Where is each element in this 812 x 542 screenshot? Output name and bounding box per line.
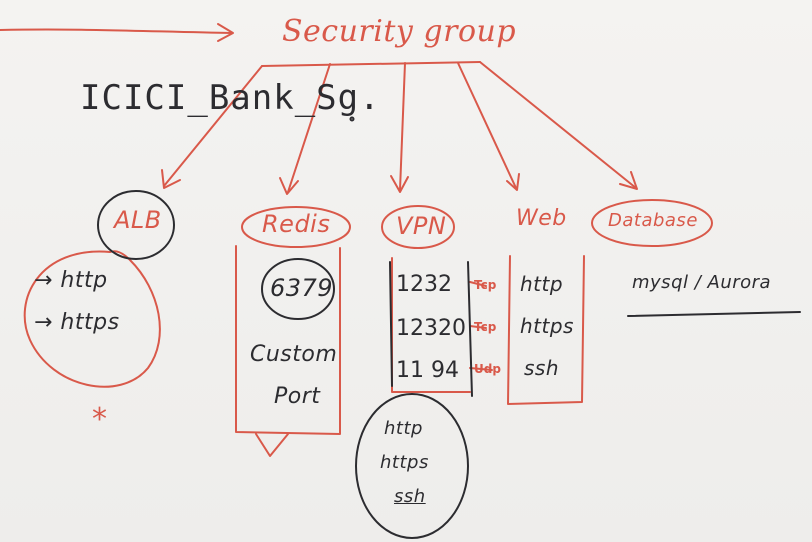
arrow-to-alb-head: [161, 169, 181, 189]
arrow-to-vpn: [399, 62, 406, 191]
vpn-extra-ssh: ssh: [394, 486, 426, 507]
redis-note-line1: Custom: [250, 342, 338, 367]
node-alb-label: ALB: [114, 206, 162, 234]
alb-circle: [97, 190, 175, 260]
web-rule-https: https: [520, 314, 574, 338]
node-database-label: Database: [608, 210, 698, 231]
redis-oval: [241, 206, 351, 248]
alb-marker-star: *: [92, 402, 107, 437]
redis-note-line2: Port: [274, 384, 321, 409]
database-underline: [627, 311, 801, 317]
arrow-to-alb: [163, 65, 263, 187]
web-rule-http: http: [520, 272, 564, 296]
incoming-arrowhead: [217, 23, 234, 42]
vpn-extra-http: http: [384, 418, 423, 439]
redis-box-tail: [255, 433, 289, 457]
arrow-to-web: [457, 62, 517, 189]
alb-rule-https: → https: [34, 310, 120, 335]
vpn-extra-circle: [355, 393, 469, 539]
arrow-to-vpn-head: [390, 175, 409, 193]
incoming-arrow: [0, 28, 233, 34]
redis-box: [235, 245, 341, 435]
vpn-box-red: [391, 257, 471, 393]
vpn-col-right: [467, 261, 473, 397]
vpn-port-3-proto: Udp: [474, 362, 501, 376]
node-web-label: Web: [516, 206, 567, 231]
vpn-oval: [381, 205, 455, 249]
web-box: [507, 255, 585, 405]
node-vpn-label: VPN: [396, 212, 447, 240]
arrow-to-database-head: [619, 171, 638, 190]
vpn-port-3: 11 94: [396, 358, 459, 383]
database-engines: mysql / Aurora: [632, 272, 772, 293]
vpn-port-1: 1232: [396, 272, 452, 297]
redis-port-circle: [261, 258, 335, 320]
arrow-to-redis-head: [279, 177, 299, 195]
vpn-port-2-proto: Tcp: [474, 320, 497, 334]
diagram-title: Security group: [282, 14, 517, 49]
security-group-name: ICICI_Bank_Sg.: [80, 78, 381, 118]
web-rule-ssh: ssh: [524, 356, 560, 380]
database-oval: [591, 199, 713, 247]
vpn-port-1-proto: Tcp: [474, 278, 497, 292]
arrow-to-redis: [287, 63, 331, 193]
node-redis-label: Redis: [262, 210, 331, 238]
arrow-to-web-head: [506, 173, 520, 191]
alb-rule-http: → http: [34, 268, 108, 293]
fan-base-line: [261, 61, 481, 67]
alb-rules-loop: [23, 250, 161, 388]
vpn-col-left: [389, 261, 393, 387]
arrow-to-database: [479, 61, 637, 189]
vpn-port-2: 12320: [396, 316, 466, 341]
vpn-extra-https: https: [380, 452, 429, 473]
redis-port: 6379: [270, 274, 334, 302]
